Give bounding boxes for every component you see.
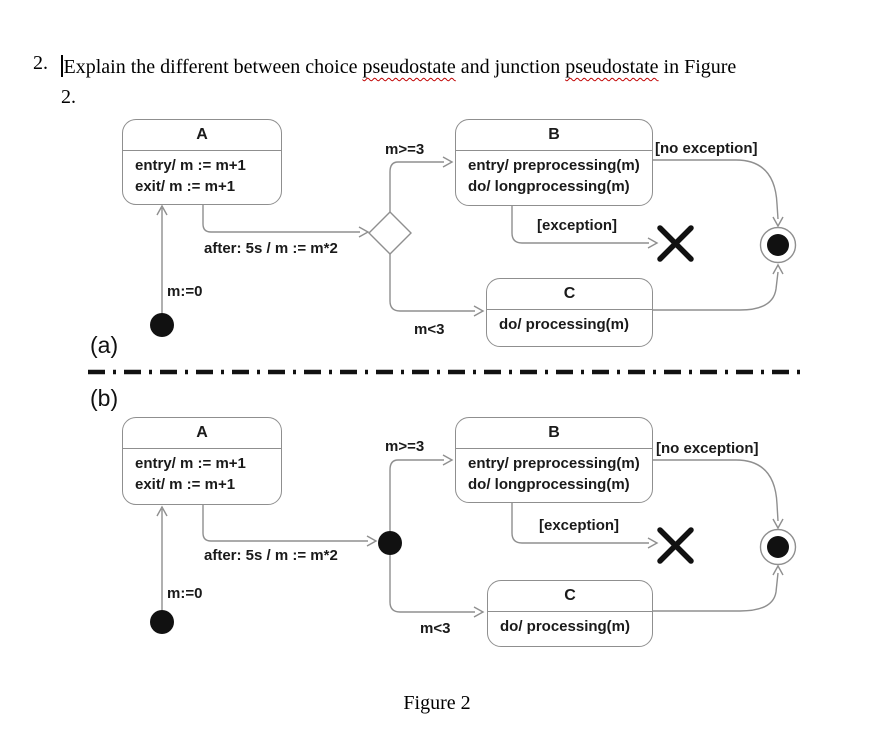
guard-label-m-ge-3: m>=3	[385, 438, 425, 455]
transition-B-to-final	[653, 159, 779, 220]
arrowhead-down-icon	[772, 518, 784, 530]
guard-label-exception: [exception]	[537, 217, 618, 234]
arrowhead-right-icon	[366, 535, 378, 547]
state-action: do/ processing(m)	[499, 316, 630, 333]
guard-label-no-exception: [no exception]	[655, 140, 758, 157]
state-title: B	[456, 418, 652, 449]
final-state-inner-dot	[767, 234, 789, 256]
guard-label-m-ge-3: m>=3	[385, 141, 425, 158]
transition-B-to-terminate	[511, 503, 649, 544]
arrowhead-right-icon	[473, 606, 485, 618]
initial-state	[150, 610, 174, 634]
terminate-x-icon	[657, 527, 694, 564]
state-B: B entry/ preprocessing(m) do/ longproces…	[455, 417, 653, 503]
diagram-b-transitions	[156, 454, 784, 618]
guard-label-no-exception: [no exception]	[656, 440, 759, 457]
state-body: entry/ m := m+1 exit/ m := m+1	[123, 449, 281, 495]
state-action: entry/ m := m+1	[135, 157, 246, 174]
state-A: A entry/ m := m+1 exit/ m := m+1	[122, 417, 282, 505]
arrowhead-up-icon	[156, 204, 168, 216]
state-body: do/ processing(m)	[488, 612, 652, 637]
state-action: exit/ m := m+1	[135, 476, 236, 493]
transition-junction-to-B	[389, 459, 444, 531]
arrowhead-up-icon	[156, 505, 168, 517]
guard-label-exception: [exception]	[539, 517, 620, 534]
state-B: B entry/ preprocessing(m) do/ longproces…	[455, 119, 653, 206]
final-state-inner-dot	[767, 536, 789, 558]
state-action: do/ longprocessing(m)	[468, 178, 630, 195]
text-cursor	[61, 55, 63, 77]
initial-action-label: m:=0	[167, 283, 203, 300]
guard-label-m-lt-3: m<3	[414, 321, 445, 338]
state-action: do/ longprocessing(m)	[468, 476, 630, 493]
diagram-b-sublabel: (b)	[90, 385, 119, 411]
state-title: A	[123, 120, 281, 151]
question-misspelled-word: pseudostate	[362, 56, 456, 78]
diagram-a-transitions	[156, 156, 784, 317]
state-C: C do/ processing(m)	[486, 278, 653, 347]
after-transition-label: after: 5s / m := m*2	[204, 547, 338, 564]
choice-pseudostate-diamond	[368, 211, 412, 255]
arrowhead-up-icon	[772, 564, 784, 576]
question-number: 2.	[33, 52, 48, 74]
arrowhead-right-icon	[442, 454, 454, 466]
diagram-a-sublabel: (a)	[90, 332, 119, 358]
state-C: C do/ processing(m)	[487, 580, 653, 647]
state-action: entry/ preprocessing(m)	[468, 157, 640, 174]
transition-junction-to-C	[389, 555, 475, 613]
question-misspelled-word: pseudostate	[565, 56, 659, 78]
transition-B-to-final	[653, 459, 779, 522]
arrowhead-up-icon	[772, 263, 784, 275]
state-title: A	[123, 418, 281, 449]
arrowhead-right-icon	[647, 537, 659, 549]
figure-caption: Figure 2	[403, 692, 471, 714]
arrowhead-right-icon	[647, 237, 659, 249]
question-text[interactable]: Explain the different between choice pse…	[61, 52, 831, 112]
transition-B-to-terminate	[511, 206, 649, 244]
transition-C-to-final	[653, 271, 779, 311]
junction-pseudostate-dot	[378, 531, 402, 555]
transition-choice-to-C	[389, 254, 475, 312]
transition-A-to-junction	[202, 505, 368, 542]
arrowhead-right-icon	[442, 156, 454, 168]
question-tail: 2.	[61, 86, 76, 108]
state-body: do/ processing(m)	[487, 310, 652, 335]
terminate-x-icon	[657, 225, 694, 262]
arrowhead-right-icon	[358, 226, 370, 238]
state-title: B	[456, 120, 652, 151]
arrowhead-down-icon	[772, 216, 784, 228]
state-A: A entry/ m := m+1 exit/ m := m+1	[122, 119, 282, 205]
state-body: entry/ m := m+1 exit/ m := m+1	[123, 151, 281, 197]
state-title: C	[487, 279, 652, 310]
arrowhead-right-icon	[473, 305, 485, 317]
question-seg: and junction	[455, 56, 566, 78]
transition-A-to-choice	[202, 205, 360, 233]
state-body: entry/ preprocessing(m) do/ longprocessi…	[456, 151, 652, 197]
guard-label-m-lt-3: m<3	[420, 620, 451, 637]
state-action: do/ processing(m)	[500, 618, 631, 635]
state-action: exit/ m := m+1	[135, 178, 236, 195]
final-state	[759, 226, 797, 264]
initial-action-label: m:=0	[167, 585, 203, 602]
question-seg: Explain the different between choice	[63, 56, 363, 78]
state-action: entry/ preprocessing(m)	[468, 455, 640, 472]
question-seg: in Figure	[658, 56, 737, 78]
transition-choice-to-B	[389, 161, 444, 212]
transition-C-to-final	[653, 572, 779, 612]
final-state	[759, 528, 797, 566]
after-transition-label: after: 5s / m := m*2	[204, 240, 338, 257]
state-action: entry/ m := m+1	[135, 455, 246, 472]
state-title: C	[488, 581, 652, 612]
state-body: entry/ preprocessing(m) do/ longprocessi…	[456, 449, 652, 495]
initial-state	[150, 313, 174, 337]
